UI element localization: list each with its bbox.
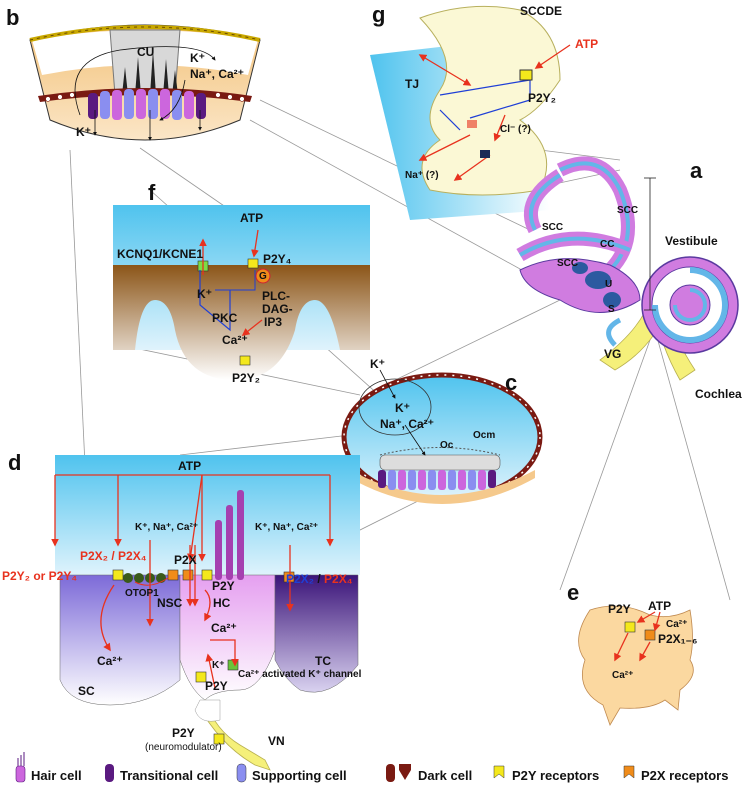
neuromodulator-label: (neuromodulator) bbox=[145, 742, 222, 753]
c-k-in-label: K⁺ bbox=[395, 401, 410, 415]
d-atp-label: ATP bbox=[178, 459, 201, 473]
panel-g: g SCCDE ATP TJ P2Y₂ Cl⁻ (?) Na⁺ (?) bbox=[370, 2, 598, 220]
d-p2y-vn-label: P2Y bbox=[172, 726, 195, 740]
p2x-right-slash: / bbox=[314, 572, 324, 586]
panel-e-letter: e bbox=[567, 580, 579, 605]
ocm-label: Ocm bbox=[473, 430, 495, 441]
panel-a-letter: a bbox=[690, 158, 703, 183]
legend-p2y-receptors: P2Y receptors bbox=[493, 765, 599, 783]
panel-a: a Vestibule Cochlea VG SCC SCC SCC CC U … bbox=[516, 156, 742, 401]
d-p2x-label: P2X bbox=[174, 553, 197, 567]
legend-supporting-cell: Supporting cell bbox=[236, 763, 347, 783]
d-kna-ca-2-label: K⁺, Na⁺, Ca²⁺ bbox=[255, 522, 318, 533]
scc-label-3: SCC bbox=[557, 258, 578, 269]
b-na-ca-label: Na⁺, Ca²⁺ bbox=[190, 67, 244, 81]
d-p2y-hc-label: P2Y bbox=[212, 579, 235, 593]
panel-c: c K⁺ K⁺ Na⁺, Ca²⁺ Oc Ocm bbox=[341, 357, 543, 504]
utricle-label: U bbox=[605, 279, 612, 290]
panel-c-letter: c bbox=[505, 370, 517, 395]
hc-label: HC bbox=[213, 596, 231, 610]
cc-label: CC bbox=[600, 239, 614, 250]
p2x-right-group: P2X₂ / P2X₄ bbox=[286, 572, 353, 586]
otop1-label: OTOP1 bbox=[125, 588, 159, 599]
cupula-label: CU bbox=[137, 45, 154, 59]
d-p2y-low-label: P2Y bbox=[205, 679, 228, 693]
panel-d: d ATP P2Y₂ or P2Y₄ P2X₂ / P2X₄ OTOP1 K⁺,… bbox=[2, 450, 362, 771]
kcnq-label: KCNQ1/KCNE1 bbox=[117, 247, 203, 261]
legend-dark-cell: Dark cell bbox=[386, 764, 472, 783]
dag-label: DAG- bbox=[262, 302, 293, 316]
legend-hair-label: Hair cell bbox=[31, 768, 82, 783]
b-k2-label: K⁺ bbox=[76, 125, 91, 139]
pkc-label: PKC bbox=[212, 311, 238, 325]
vn-label: VN bbox=[268, 734, 285, 748]
e-atp-label: ATP bbox=[648, 599, 671, 613]
g-p2y2-label: P2Y₂ bbox=[528, 91, 556, 105]
tc-label: TC bbox=[315, 654, 331, 668]
c-na-ca-label: Na⁺, Ca²⁺ bbox=[380, 417, 434, 431]
legend-p2x-label: P2X receptors bbox=[641, 768, 728, 783]
cl-label: Cl⁻ (?) bbox=[500, 124, 531, 135]
legend-supporting-label: Supporting cell bbox=[252, 768, 347, 783]
sccde-label: SCCDE bbox=[520, 4, 562, 18]
panel-f-letter: f bbox=[148, 180, 156, 205]
scc-label-2: SCC bbox=[542, 222, 563, 233]
d-ca-sc-label: Ca²⁺ bbox=[97, 654, 123, 668]
c-k-top-label: K⁺ bbox=[370, 357, 385, 371]
ca-k-channel-label: Ca²⁺ activated K⁺ channel bbox=[238, 669, 362, 680]
nsc-label: NSC bbox=[157, 596, 183, 610]
e-p2y-label: P2Y bbox=[608, 602, 631, 616]
e-ca2-label: Ca²⁺ bbox=[612, 670, 633, 681]
scc-label-1: SCC bbox=[617, 205, 638, 216]
legend-transitional-cell: Transitional cell bbox=[105, 764, 218, 783]
panel-e: e P2Y ATP Ca²⁺ P2X₁₋₆ Ca²⁺ bbox=[567, 580, 697, 726]
g-protein-label: G bbox=[259, 271, 267, 282]
d-kna-ca-1-label: K⁺, Na⁺, Ca²⁺ bbox=[135, 522, 198, 533]
plc-label: PLC- bbox=[262, 289, 290, 303]
sc-label: SC bbox=[78, 684, 95, 698]
panel-f: f ATP KCNQ1/KCNE1 P2Y₄ G K⁺ PLC- DAG- IP… bbox=[113, 180, 370, 385]
na-label: Na⁺ (?) bbox=[405, 170, 439, 181]
e-ca1-label: Ca²⁺ bbox=[666, 619, 687, 630]
f-p2y2-label: P2Y₂ bbox=[232, 371, 260, 385]
panel-b: b CU K⁺ Na⁺, Ca²⁺ K⁺ bbox=[6, 5, 261, 141]
legend-p2y-label: P2Y receptors bbox=[512, 768, 599, 783]
f-k-label: K⁺ bbox=[197, 287, 212, 301]
legend-p2x-receptors: P2X receptors bbox=[623, 765, 728, 783]
f-atp-label: ATP bbox=[240, 211, 263, 225]
g-atp-label: ATP bbox=[575, 37, 598, 51]
legend-dark-label: Dark cell bbox=[418, 768, 472, 783]
panel-d-letter: d bbox=[8, 450, 21, 475]
p2x4-right-label: P2X₄ bbox=[324, 572, 353, 586]
d-ca-hc-label: Ca²⁺ bbox=[211, 621, 237, 635]
ip3-label: IP3 bbox=[264, 315, 282, 329]
f-ca-label: Ca²⁺ bbox=[222, 333, 248, 347]
vg-label: VG bbox=[604, 347, 621, 361]
d-k-hc-label: K⁺ bbox=[212, 660, 225, 671]
b-k-label: K⁺ bbox=[190, 51, 205, 65]
legend: Hair cell Transitional cell Supporting c… bbox=[15, 752, 728, 783]
f-p2y4-label: P2Y₄ bbox=[263, 252, 292, 266]
e-p2x-label: P2X₁₋₆ bbox=[658, 632, 697, 646]
p2x2-p2x4-left-label: P2X₂ / P2X₄ bbox=[80, 549, 147, 563]
p2y2-or-p2y4-label: P2Y₂ or P2Y₄ bbox=[2, 569, 77, 583]
tj-label: TJ bbox=[405, 77, 419, 91]
cochlea-label: Cochlea bbox=[695, 387, 742, 401]
oc-label: Oc bbox=[440, 440, 454, 451]
vestibule-label: Vestibule bbox=[665, 234, 718, 248]
legend-hair-cell: Hair cell bbox=[15, 752, 82, 783]
panel-b-letter: b bbox=[6, 5, 19, 30]
saccule-label: S bbox=[608, 304, 615, 315]
panel-g-letter: g bbox=[372, 2, 385, 27]
legend-transitional-label: Transitional cell bbox=[120, 768, 218, 783]
p2x2-right-label: P2X₂ bbox=[286, 572, 314, 586]
